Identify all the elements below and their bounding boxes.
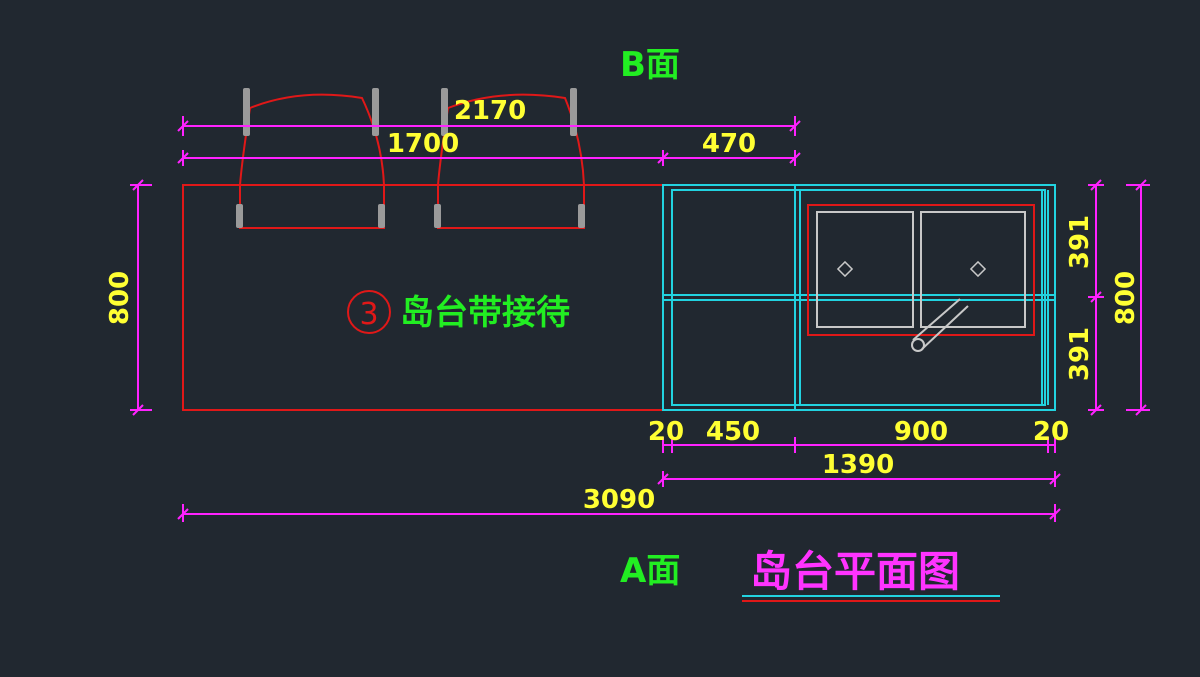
chair-1 <box>236 88 385 229</box>
dim-bottom-900: 900 <box>894 417 948 447</box>
island-number-circle <box>347 290 391 334</box>
chair-2 <box>434 88 585 229</box>
dim-bottom-450: 450 <box>706 417 760 447</box>
island-number: 3 <box>359 297 378 332</box>
side-a-label: A面 <box>620 551 680 591</box>
dim-right-height: 800 <box>1111 271 1141 325</box>
dim-left-height: 800 <box>105 271 135 325</box>
side-b-label: B面 <box>620 45 680 85</box>
double-sink <box>807 204 1035 352</box>
dim-bottom-20-left: 20 <box>648 417 684 447</box>
dim-bottom-total: 3090 <box>583 485 655 515</box>
dim-right-lower: 391 <box>1065 327 1095 381</box>
drawing-title: 岛台平面图 <box>750 547 960 596</box>
dim-top-left: 1700 <box>387 129 459 159</box>
dim-bottom-1390: 1390 <box>822 450 894 480</box>
cabinet-section <box>662 184 1056 411</box>
dim-bottom-20-right: 20 <box>1033 417 1069 447</box>
island-label: 岛台带接待 <box>400 293 570 333</box>
dim-right-upper: 391 <box>1065 215 1095 269</box>
dim-top-total: 2170 <box>454 96 526 126</box>
dim-top-right: 470 <box>702 129 756 159</box>
